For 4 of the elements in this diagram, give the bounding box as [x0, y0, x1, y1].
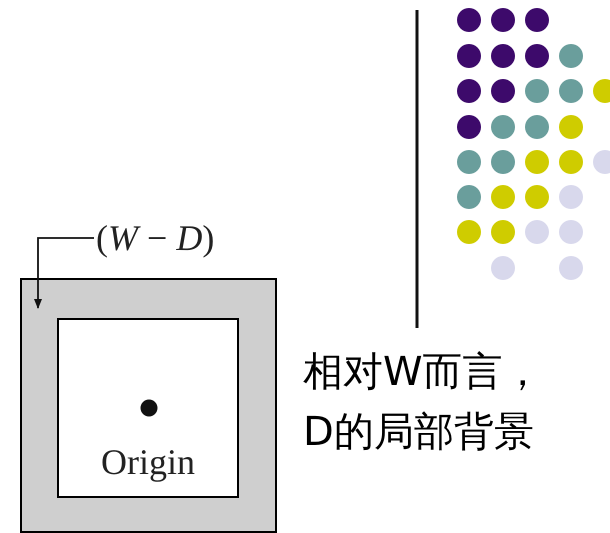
dimension-label: (W − D) [96, 220, 214, 256]
caption-text: 相对W而言，D的局部背景 [303, 348, 544, 457]
origin-label: Origin [101, 444, 195, 480]
leader-arrow [34, 237, 94, 309]
